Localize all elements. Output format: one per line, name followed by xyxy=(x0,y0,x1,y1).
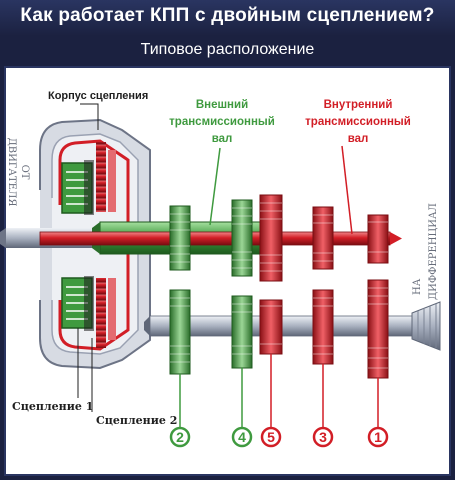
lower-gear-2 xyxy=(169,289,191,375)
inner-shaft-label-line1: Внутренний xyxy=(324,99,393,111)
inner-transmission-shaft xyxy=(39,231,391,246)
page-title: Как работает КПП с двойным сцеплением? xyxy=(20,5,435,26)
upper-gear-3 xyxy=(312,206,334,270)
gear-number-badges: 2 4 5 3 1 xyxy=(169,426,389,448)
gear-number-3: 3 xyxy=(319,429,327,445)
gear-number-5: 5 xyxy=(267,429,275,445)
lower-gear-5 xyxy=(259,299,283,355)
gear-number-2: 2 xyxy=(176,429,184,445)
clutch-1-label: Сцепление 1 xyxy=(12,400,93,413)
gear-badge-1 xyxy=(367,426,389,448)
to-differential-label-line2: ДИФФЕРЕНЦИАЛ xyxy=(428,203,439,300)
upper-gear-4 xyxy=(231,199,253,277)
engine-shaft-end xyxy=(0,228,6,248)
gear-badge-3 xyxy=(312,426,334,448)
differential-pinion xyxy=(411,301,441,351)
gear-badge-2 xyxy=(169,426,191,448)
inner-shaft-tip xyxy=(390,232,402,245)
lower-gear-3 xyxy=(312,289,334,365)
upper-gear-5 xyxy=(259,194,283,282)
from-engine-label-line1: ОТ xyxy=(19,165,30,180)
gear-number-1: 1 xyxy=(374,429,382,445)
clutch-2-green-pack xyxy=(61,160,94,331)
header-bar xyxy=(0,0,455,36)
lower-gear-4 xyxy=(231,295,253,369)
outer-shaft-label-line3: вал xyxy=(212,133,233,145)
gear-badge-5 xyxy=(260,426,282,448)
outer-shaft-label-line1: Внешний xyxy=(196,99,248,111)
outer-shaft-label-line2: трансмиссионный xyxy=(169,116,275,128)
inner-shaft-label-line2: трансмиссионный xyxy=(305,116,411,128)
to-differential-label-line1: НА xyxy=(412,278,423,295)
clutch-2-label: Сцепление 2 xyxy=(96,414,177,427)
upper-gear-1 xyxy=(367,214,389,264)
clutch-housing-label: Корпус сцепления xyxy=(48,90,148,102)
from-engine-label-line2: ДВИГАТЕЛЯ xyxy=(6,138,17,207)
upper-gear-2 xyxy=(169,205,191,271)
gear-badge-4 xyxy=(231,426,253,448)
lower-gear-1 xyxy=(367,279,389,379)
page-subtitle: Типовое расположение xyxy=(140,41,315,58)
inner-shaft-label-line3: вал xyxy=(348,133,369,145)
gear-number-4: 4 xyxy=(238,429,246,445)
